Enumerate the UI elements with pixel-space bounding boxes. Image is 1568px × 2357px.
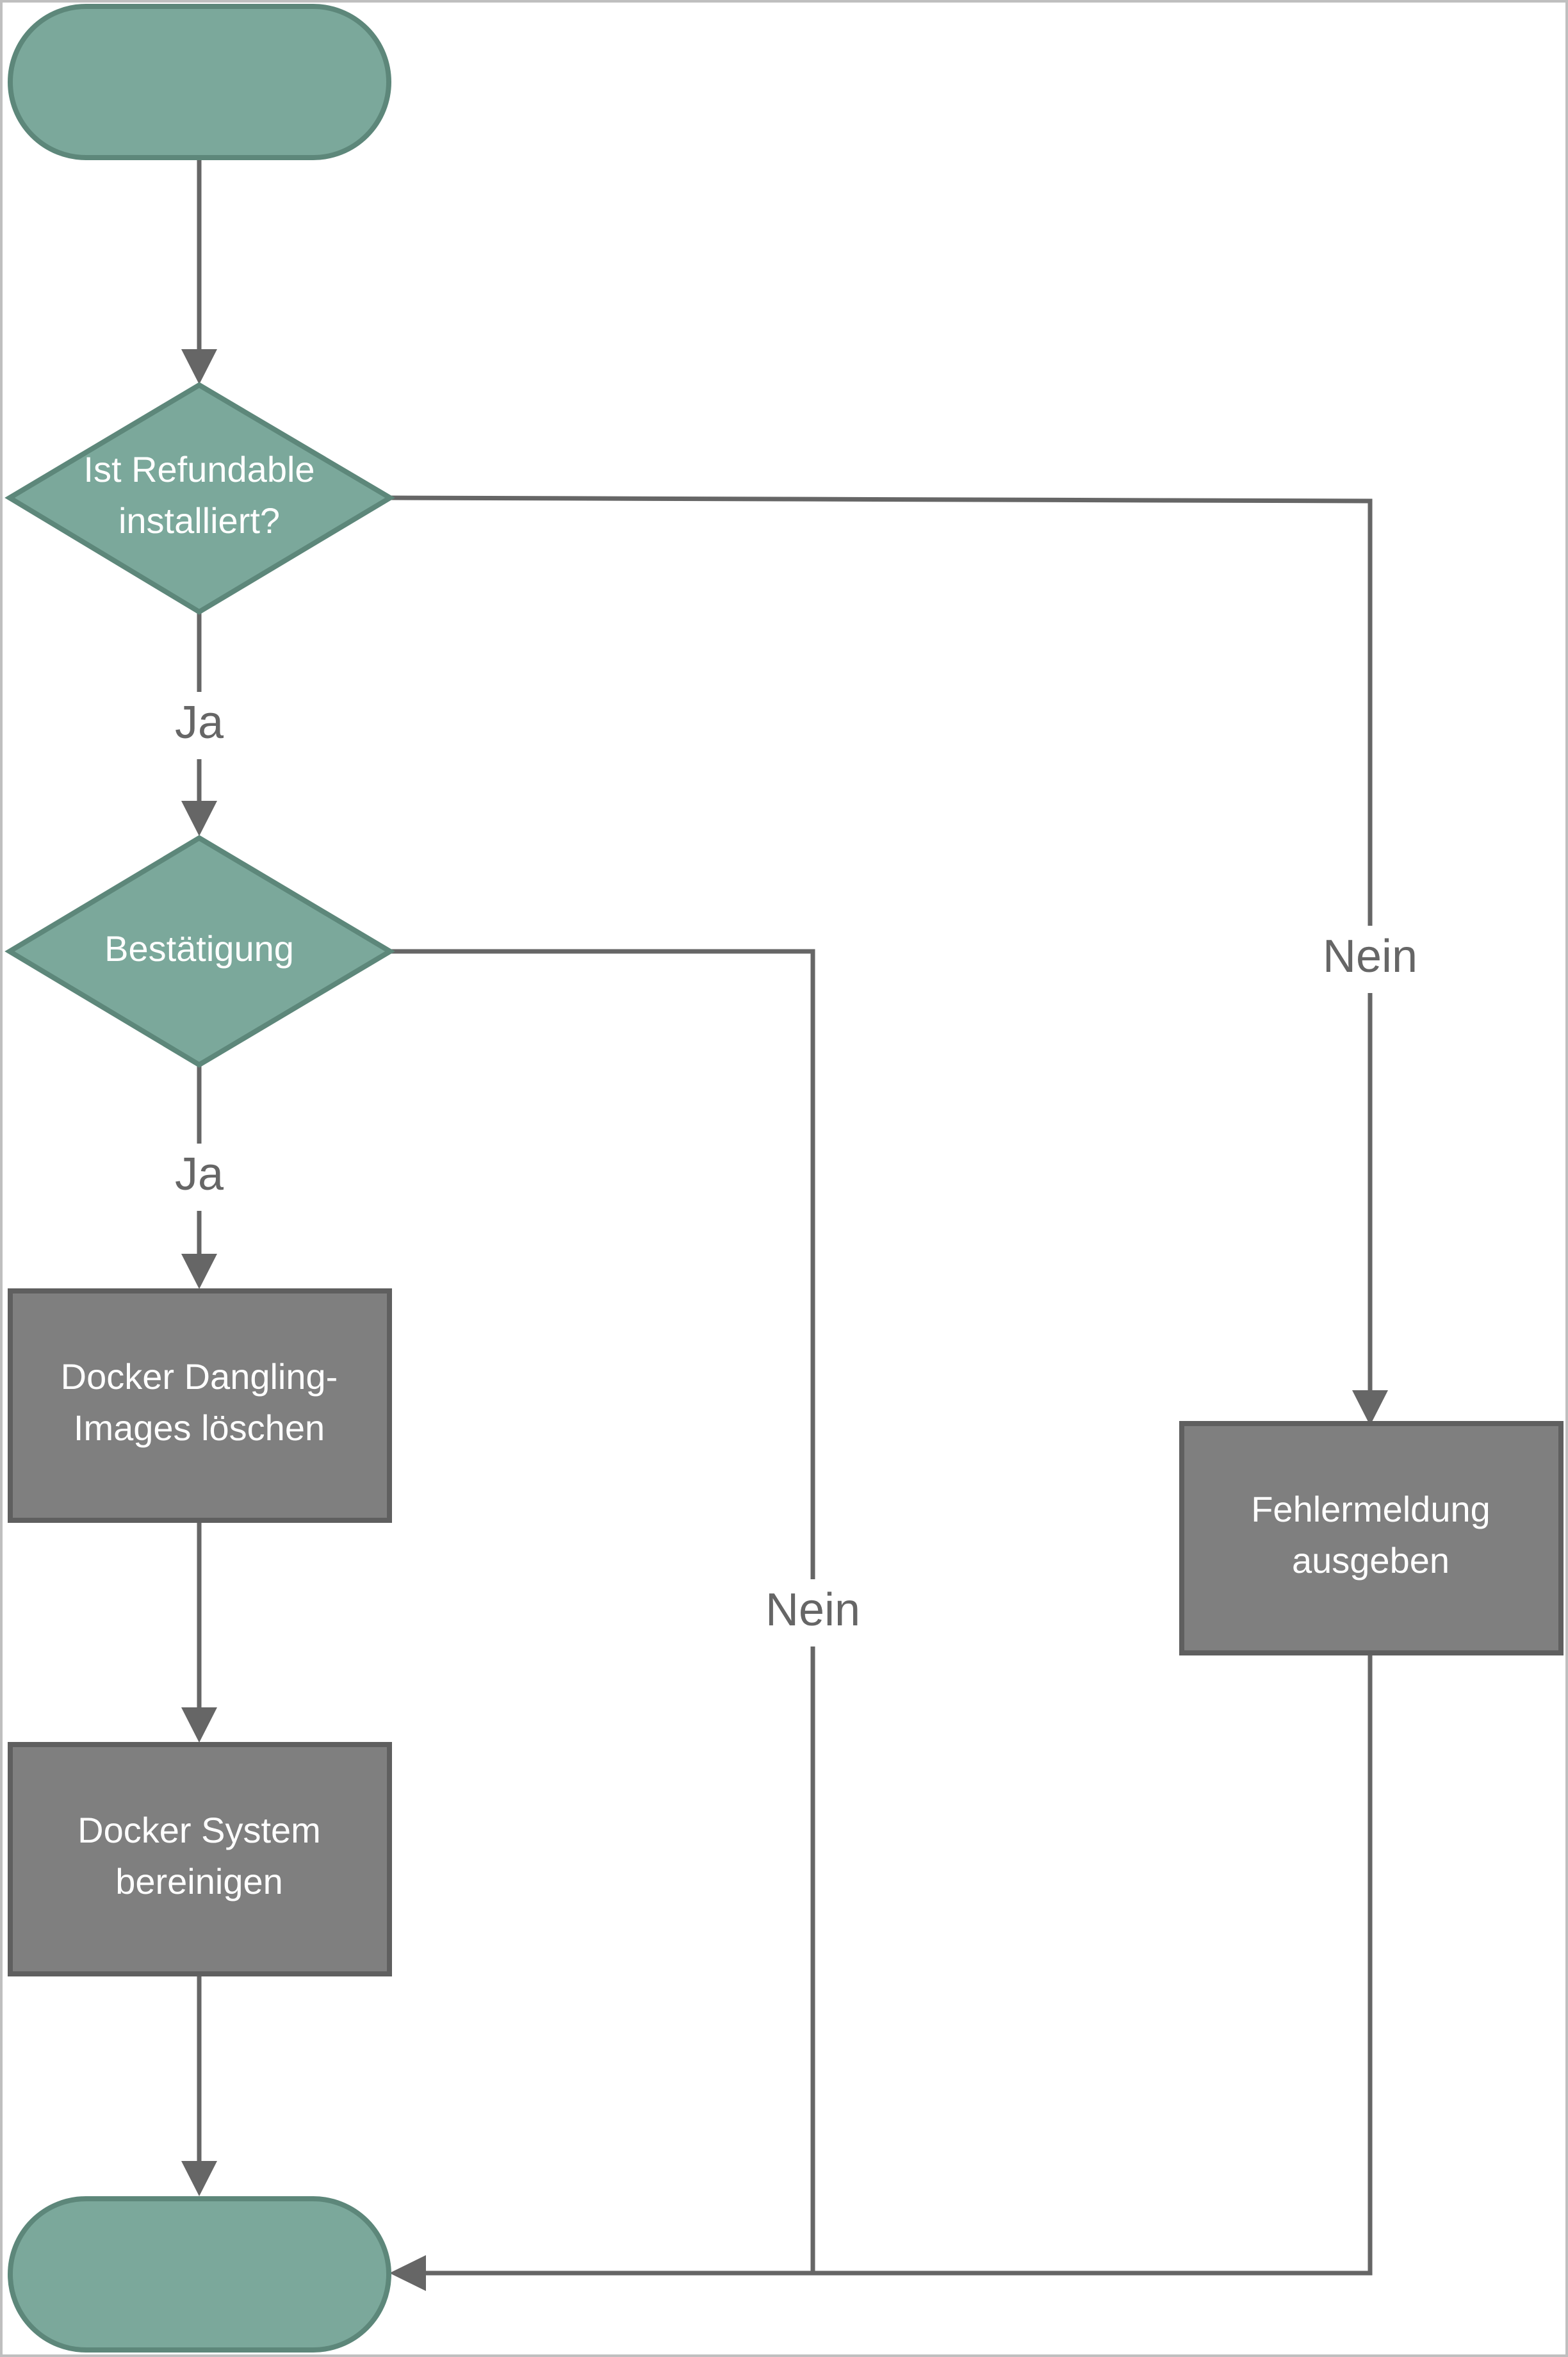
edge-label-confirm-no: Nein: [765, 1584, 860, 1636]
decision-installed-line1: Ist Refundable: [83, 449, 314, 489]
start-terminal: [8, 4, 391, 160]
process-prune-line2: bereinigen: [115, 1861, 283, 1901]
decision-installed-line2: installiert?: [118, 500, 280, 541]
end-terminal: [8, 2196, 391, 2353]
arrowhead-icon: [389, 2255, 426, 2291]
process-dangling-images: Docker Dangling- Images löschen: [8, 1288, 392, 1523]
edges: [197, 157, 1373, 2276]
decision-confirm-label: Bestätigung: [104, 928, 294, 969]
arrowhead-icon: [181, 349, 217, 384]
process-error-line2: ausgeben: [1292, 1540, 1450, 1581]
edge-label-confirm-yes: Ja: [175, 1149, 224, 1200]
process-error-message: Fehlermeldung ausgeben: [1179, 1421, 1564, 1655]
edge-label-installed-yes: Ja: [175, 697, 224, 748]
process-dangling-line2: Images löschen: [74, 1408, 325, 1448]
edge-error-to-end: [423, 1653, 1373, 2276]
decision-confirm: Bestätigung: [4, 835, 395, 1068]
process-error-line1: Fehlermeldung: [1251, 1489, 1490, 1529]
process-prune-line1: Docker System: [78, 1810, 321, 1850]
arrowhead-icon: [181, 1254, 217, 1289]
decision-installed: Ist Refundable installiert?: [4, 382, 395, 615]
edge-installed-no-upper: [389, 495, 1373, 926]
arrowheads: [181, 349, 1388, 2291]
arrowhead-icon: [1352, 1390, 1388, 1425]
process-system-prune: Docker System bereinigen: [8, 1742, 392, 1976]
process-dangling-line1: Docker Dangling-: [61, 1356, 338, 1397]
arrowhead-icon: [181, 801, 217, 836]
edge-confirm-no-upper: [390, 949, 815, 1579]
arrowhead-icon: [181, 1707, 217, 1743]
edge-label-installed-no: Nein: [1323, 931, 1417, 982]
arrowhead-icon: [181, 2161, 217, 2196]
